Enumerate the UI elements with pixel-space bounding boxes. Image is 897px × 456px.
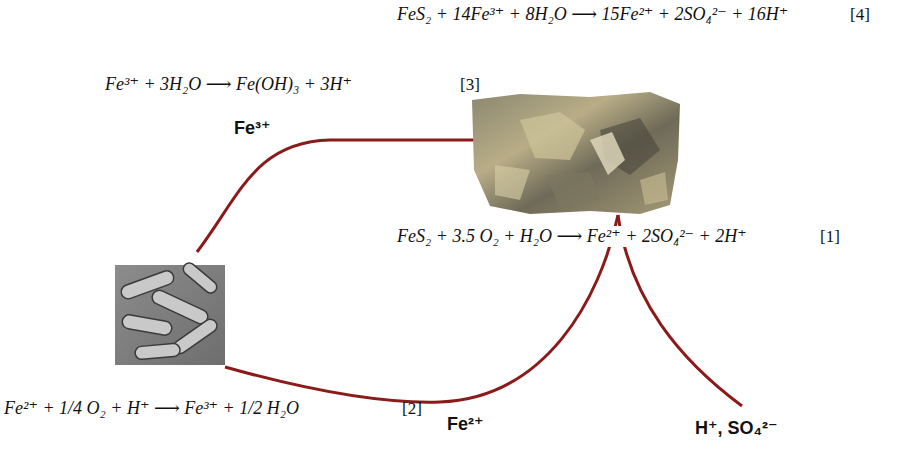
reaction-equation: Fe²⁺ + 1/4 O₂ + H⁺ ⟶ Fe³⁺ + 1/2 H₂O — [2, 398, 301, 419]
ion-label: Fe³⁺ — [232, 118, 273, 139]
reaction-equation: FeS₂ + 3.5 O₂ + H₂O ⟶ Fe²⁺ + 2SO₄²⁻ + 2H… — [395, 226, 749, 247]
ion-label: Fe²⁺ — [445, 414, 486, 435]
reaction-equation: Fe³⁺ + 3H₂O ⟶ Fe(OH)₃ + 3H⁺ — [103, 74, 354, 95]
reaction-equation: FeS₂ + 14Fe³⁺ + 8H₂O ⟶ 15Fe²⁺ + 2SO₄²⁻ +… — [395, 4, 790, 25]
ion-label: H⁺, SO₄²⁻ — [693, 418, 780, 439]
equation-number: [1] — [818, 227, 842, 247]
equation-number: [2] — [400, 399, 424, 419]
pyrite-photo — [472, 92, 680, 214]
bacteria-photo — [115, 261, 225, 365]
equation-number: [4] — [848, 5, 872, 25]
equation-number: [3] — [458, 75, 482, 95]
cycle-curves — [197, 140, 742, 406]
